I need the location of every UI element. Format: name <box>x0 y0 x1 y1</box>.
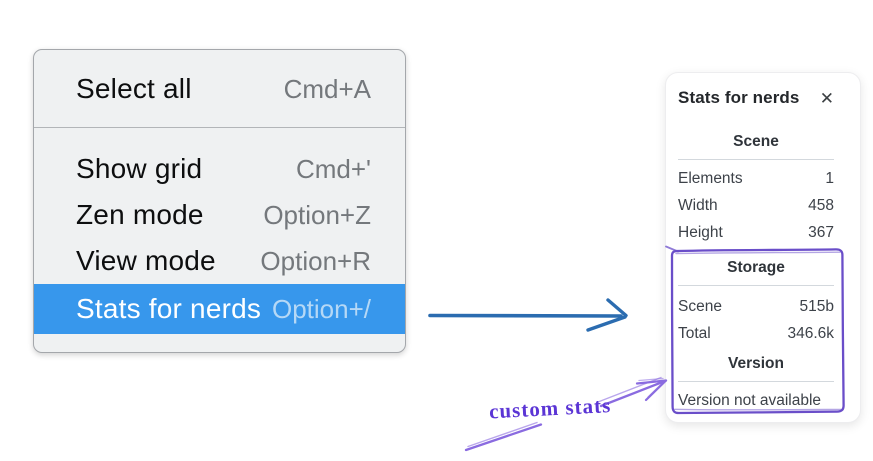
menu-item-label: Zen mode <box>76 199 204 230</box>
stat-label: Height <box>678 223 723 241</box>
stat-label: Width <box>678 196 718 214</box>
section-heading-version: Version <box>728 355 784 372</box>
stat-row-height: Height 367 <box>678 219 834 246</box>
stat-label: Total <box>678 324 711 342</box>
section-heading-scene: Scene <box>733 133 779 150</box>
stat-row-total-size: Total 346.6k <box>678 320 834 347</box>
stat-row-elements: Elements 1 <box>678 165 834 192</box>
menu-item-label: Select all <box>76 73 192 104</box>
stat-value: 367 <box>808 223 834 241</box>
stat-value: 515b <box>799 297 834 315</box>
menu-item-view-mode[interactable]: View mode Option+R <box>34 238 405 284</box>
context-menu: Select all Cmd+A Show grid Cmd+' Zen mod… <box>33 49 406 353</box>
scene-rows: Elements 1 Width 458 Height 367 <box>678 165 834 246</box>
close-icon[interactable]: ✕ <box>819 88 834 108</box>
stats-panel: Stats for nerds ✕ Scene Elements 1 Width… <box>665 72 861 423</box>
version-note: Version not available <box>678 391 822 409</box>
menu-item-label: Show grid <box>76 153 203 184</box>
stat-row-width: Width 458 <box>678 192 834 219</box>
section-divider <box>678 285 834 286</box>
flow-arrow <box>428 298 628 332</box>
stats-panel-title: Stats for nerds <box>678 88 800 107</box>
stat-label: Elements <box>678 169 743 187</box>
menu-item-label: View mode <box>76 245 216 276</box>
section-heading-storage: Storage <box>727 259 785 276</box>
stat-row-scene-size: Scene 515b <box>678 293 834 320</box>
menu-item-stats-for-nerds[interactable]: Stats for nerds Option+/ <box>34 284 405 334</box>
section-divider <box>678 159 834 160</box>
stat-value: 1 <box>825 169 834 187</box>
menu-item-shortcut: Option+Z <box>263 199 371 230</box>
menu-separator <box>34 127 405 128</box>
stat-label: Scene <box>678 297 722 315</box>
menu-item-shortcut: Cmd+' <box>295 153 371 184</box>
stats-panel-header: Stats for nerds ✕ <box>678 87 834 109</box>
custom-stats-annotation: custom stats <box>488 393 612 424</box>
menu-item-show-grid[interactable]: Show grid Cmd+' <box>34 146 405 192</box>
menu-item-shortcut: Cmd+A <box>283 73 371 104</box>
storage-rows: Scene 515b Total 346.6k <box>678 293 834 347</box>
menu-item-shortcut: Option+/ <box>271 293 371 324</box>
stat-value: 346.6k <box>787 324 834 342</box>
menu-item-select-all[interactable]: Select all Cmd+A <box>34 64 405 114</box>
section-divider <box>678 381 834 382</box>
menu-item-zen-mode[interactable]: Zen mode Option+Z <box>34 192 405 238</box>
menu-item-label: Stats for nerds <box>76 293 262 324</box>
menu-item-shortcut: Option+R <box>260 245 371 276</box>
stat-value: 458 <box>808 196 834 214</box>
